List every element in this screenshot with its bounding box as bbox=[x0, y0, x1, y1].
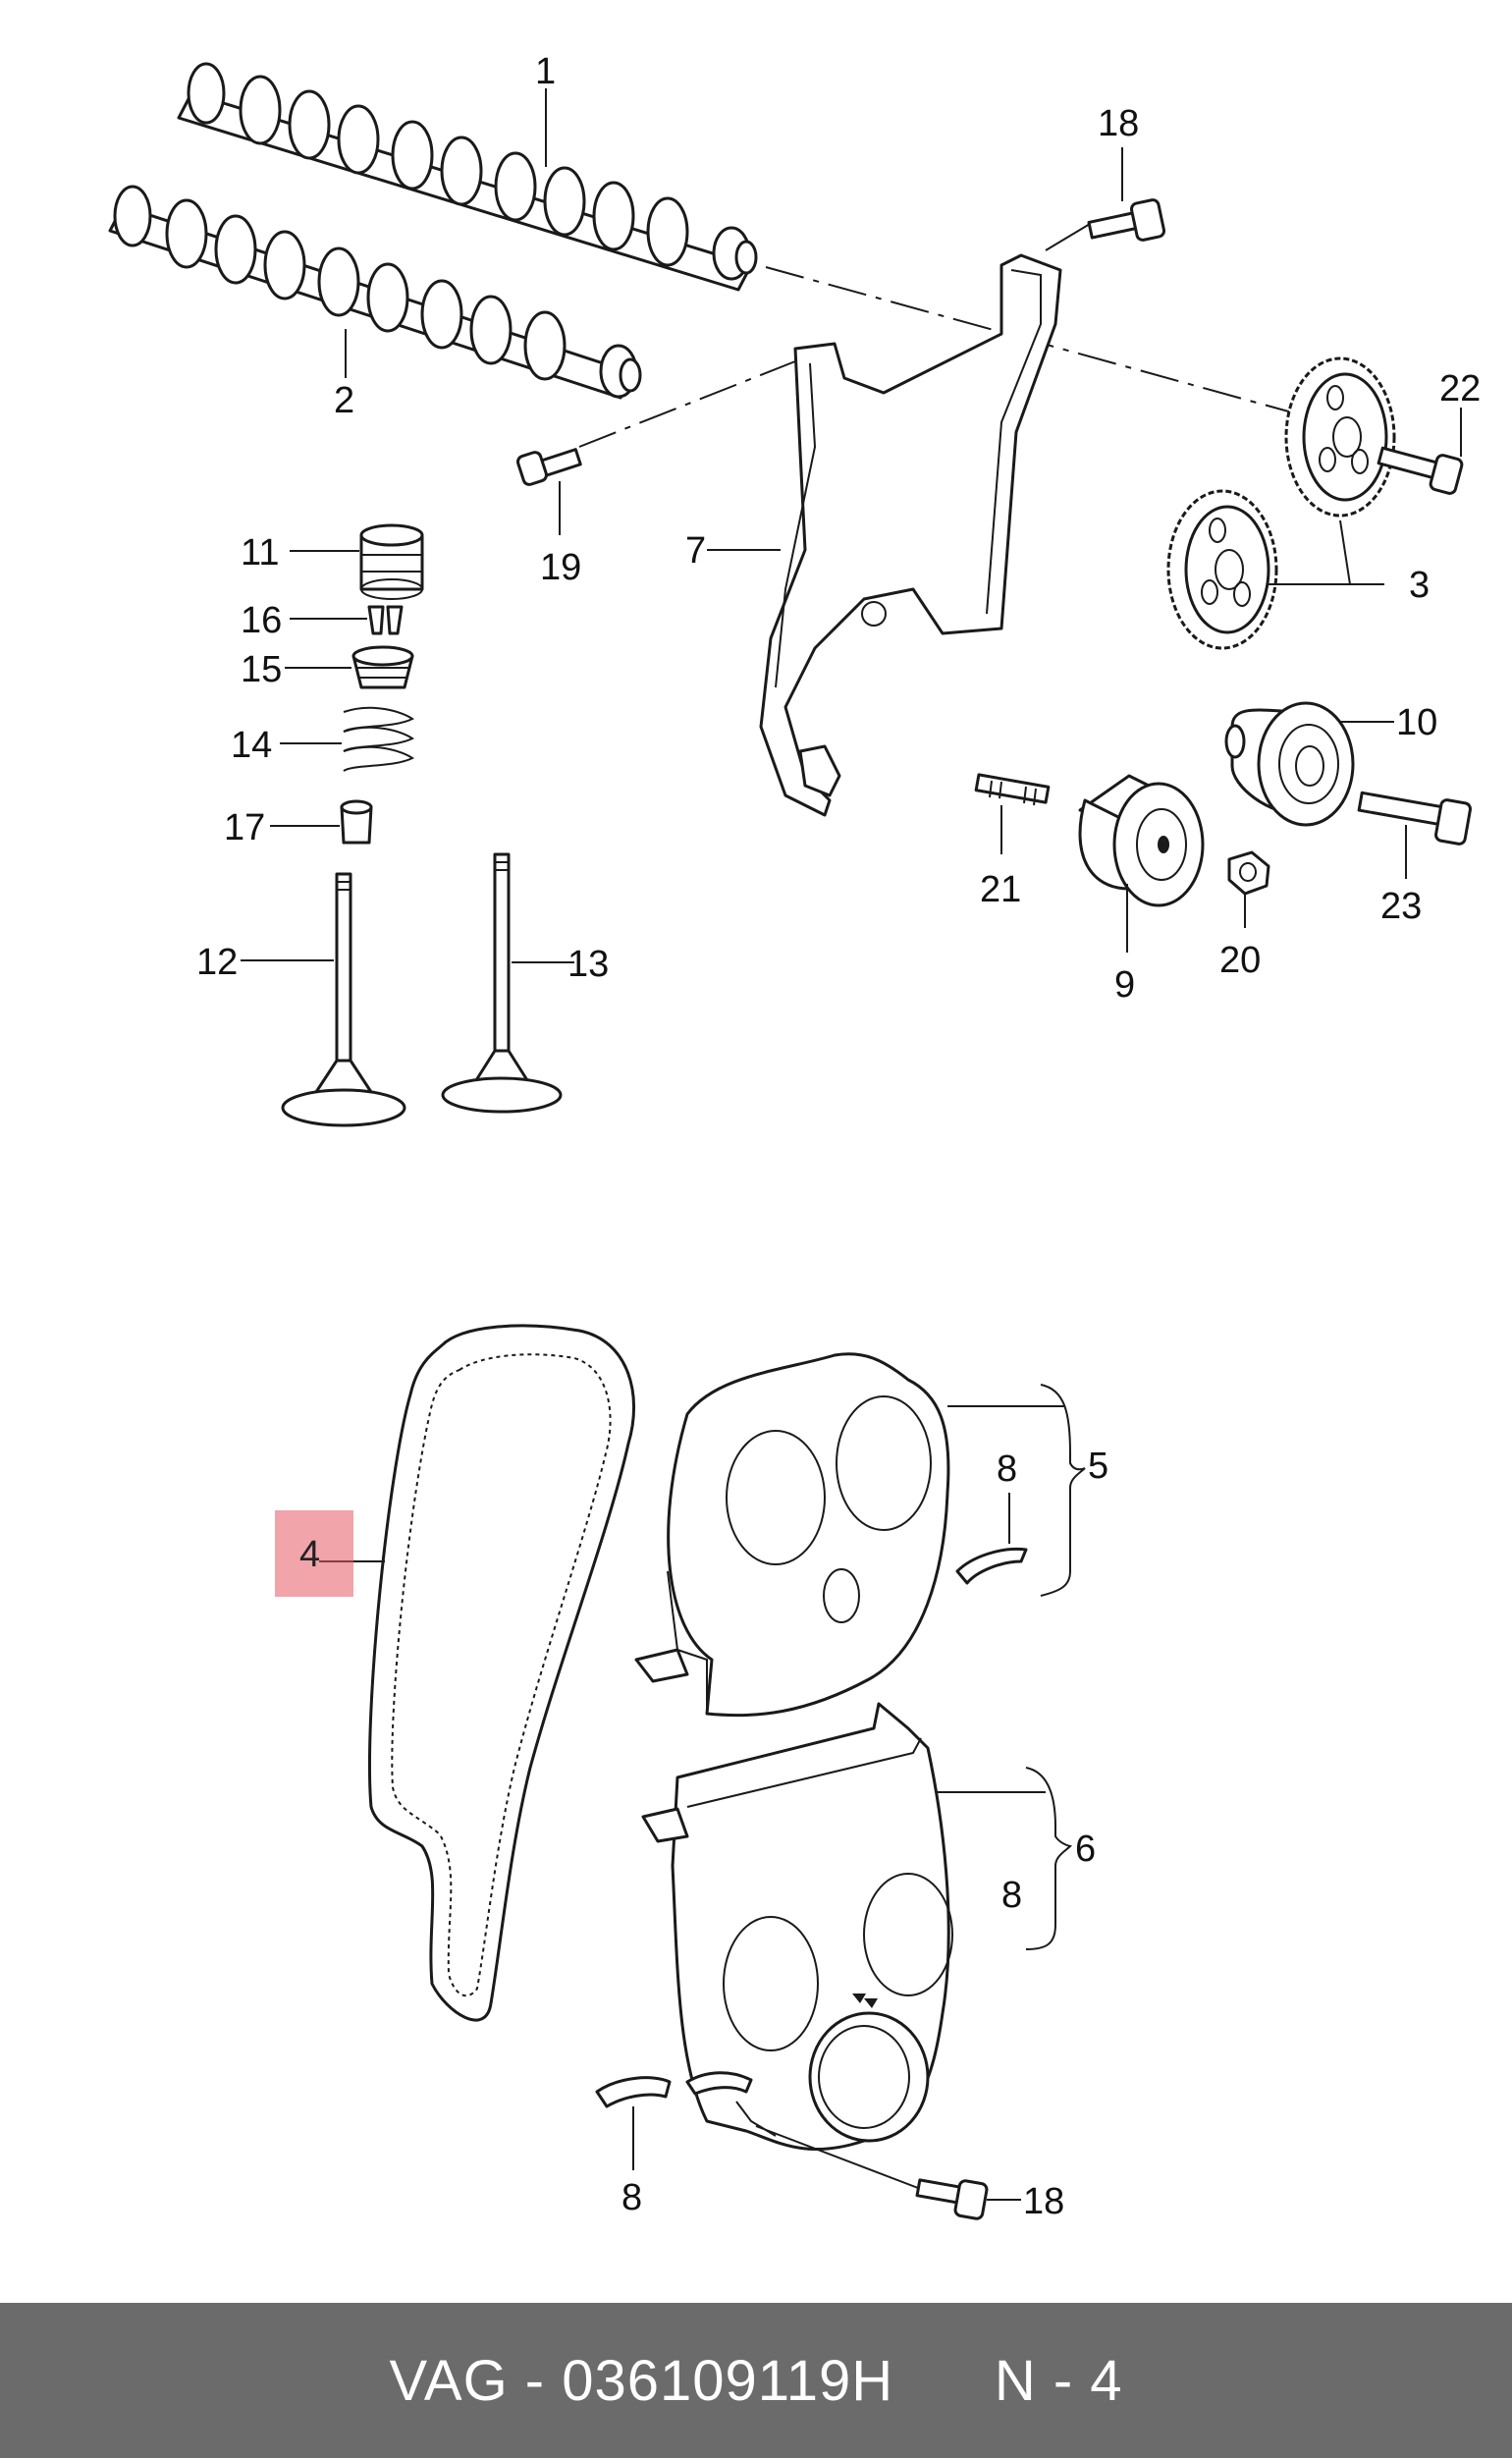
valve-12 bbox=[281, 872, 406, 1127]
label-12: 12 bbox=[196, 942, 238, 983]
camshaft-1 bbox=[177, 62, 758, 292]
lower-cover-6 bbox=[641, 1702, 953, 2152]
label-11: 11 bbox=[241, 532, 279, 574]
bolt-23 bbox=[1357, 791, 1472, 846]
stud-21 bbox=[974, 773, 1051, 806]
label-13: 13 bbox=[567, 944, 609, 985]
parts-diagram: 1 2 3 5 6 7 8 8 8 9 10 11 12 13 14 15 16… bbox=[108, 51, 1481, 2222]
label-15: 15 bbox=[241, 649, 282, 690]
label-2: 2 bbox=[334, 380, 354, 421]
valve-cotters-16 bbox=[367, 605, 404, 635]
idler-roller-10 bbox=[1224, 701, 1355, 827]
label-8-upper: 8 bbox=[997, 1448, 1017, 1490]
timing-belt-4 bbox=[367, 1324, 636, 2022]
bolt-19 bbox=[516, 448, 582, 486]
label-14: 14 bbox=[231, 725, 272, 766]
position-label: N - 4 bbox=[994, 2348, 1123, 2413]
part-number: VAG - 036109119H bbox=[389, 2348, 894, 2413]
tensioner-9 bbox=[1078, 774, 1205, 907]
sprocket-lower-3 bbox=[1166, 489, 1278, 650]
spring-retainer-15 bbox=[351, 645, 414, 689]
label-9: 9 bbox=[1114, 964, 1135, 1006]
valve-stem-seal-17 bbox=[340, 799, 373, 845]
bolt-22 bbox=[1377, 446, 1464, 495]
label-16: 16 bbox=[241, 600, 282, 641]
bucket-tappet-11 bbox=[359, 523, 424, 600]
nut-20 bbox=[1227, 850, 1270, 896]
upper-cover-5 bbox=[634, 1352, 950, 1718]
footer-bar: VAG - 036109119H N - 4 bbox=[0, 2303, 1512, 2458]
label-7: 7 bbox=[685, 530, 706, 572]
label-22: 22 bbox=[1439, 368, 1481, 410]
label-23: 23 bbox=[1380, 886, 1422, 927]
bolt-18-bottom bbox=[915, 2178, 989, 2220]
clip-8-lower-right bbox=[685, 2071, 753, 2096]
bolt-18-top bbox=[1087, 198, 1166, 242]
label-8-lower: 8 bbox=[621, 2177, 642, 2218]
label-8-middle: 8 bbox=[1001, 1875, 1022, 1916]
rear-cover-7 bbox=[759, 253, 1062, 817]
label-17: 17 bbox=[224, 807, 265, 848]
camshaft-2 bbox=[108, 185, 642, 400]
label-21: 21 bbox=[980, 869, 1021, 910]
label-3: 3 bbox=[1409, 565, 1430, 606]
valve-13 bbox=[441, 852, 563, 1114]
label-18-bottom: 18 bbox=[1023, 2181, 1064, 2222]
label-6: 6 bbox=[1075, 1829, 1096, 1870]
label-1: 1 bbox=[535, 51, 556, 92]
clip-8-upper bbox=[955, 1547, 1028, 1585]
footer-gap bbox=[893, 2348, 995, 2414]
clip-8-lower-left bbox=[595, 2076, 672, 2108]
label-18-top: 18 bbox=[1098, 103, 1139, 144]
exploded-view-drawing: 1 2 3 5 6 7 8 8 8 9 10 11 12 13 14 15 16… bbox=[108, 51, 1481, 2222]
label-19: 19 bbox=[540, 547, 581, 588]
label-10: 10 bbox=[1396, 702, 1437, 743]
label-5: 5 bbox=[1088, 1446, 1108, 1487]
sprocket-upper-3 bbox=[1284, 356, 1396, 518]
valve-spring-14 bbox=[343, 706, 414, 772]
label-20: 20 bbox=[1219, 940, 1261, 981]
label-4: 4 bbox=[299, 1534, 321, 1575]
highlight-box bbox=[275, 1510, 353, 1597]
